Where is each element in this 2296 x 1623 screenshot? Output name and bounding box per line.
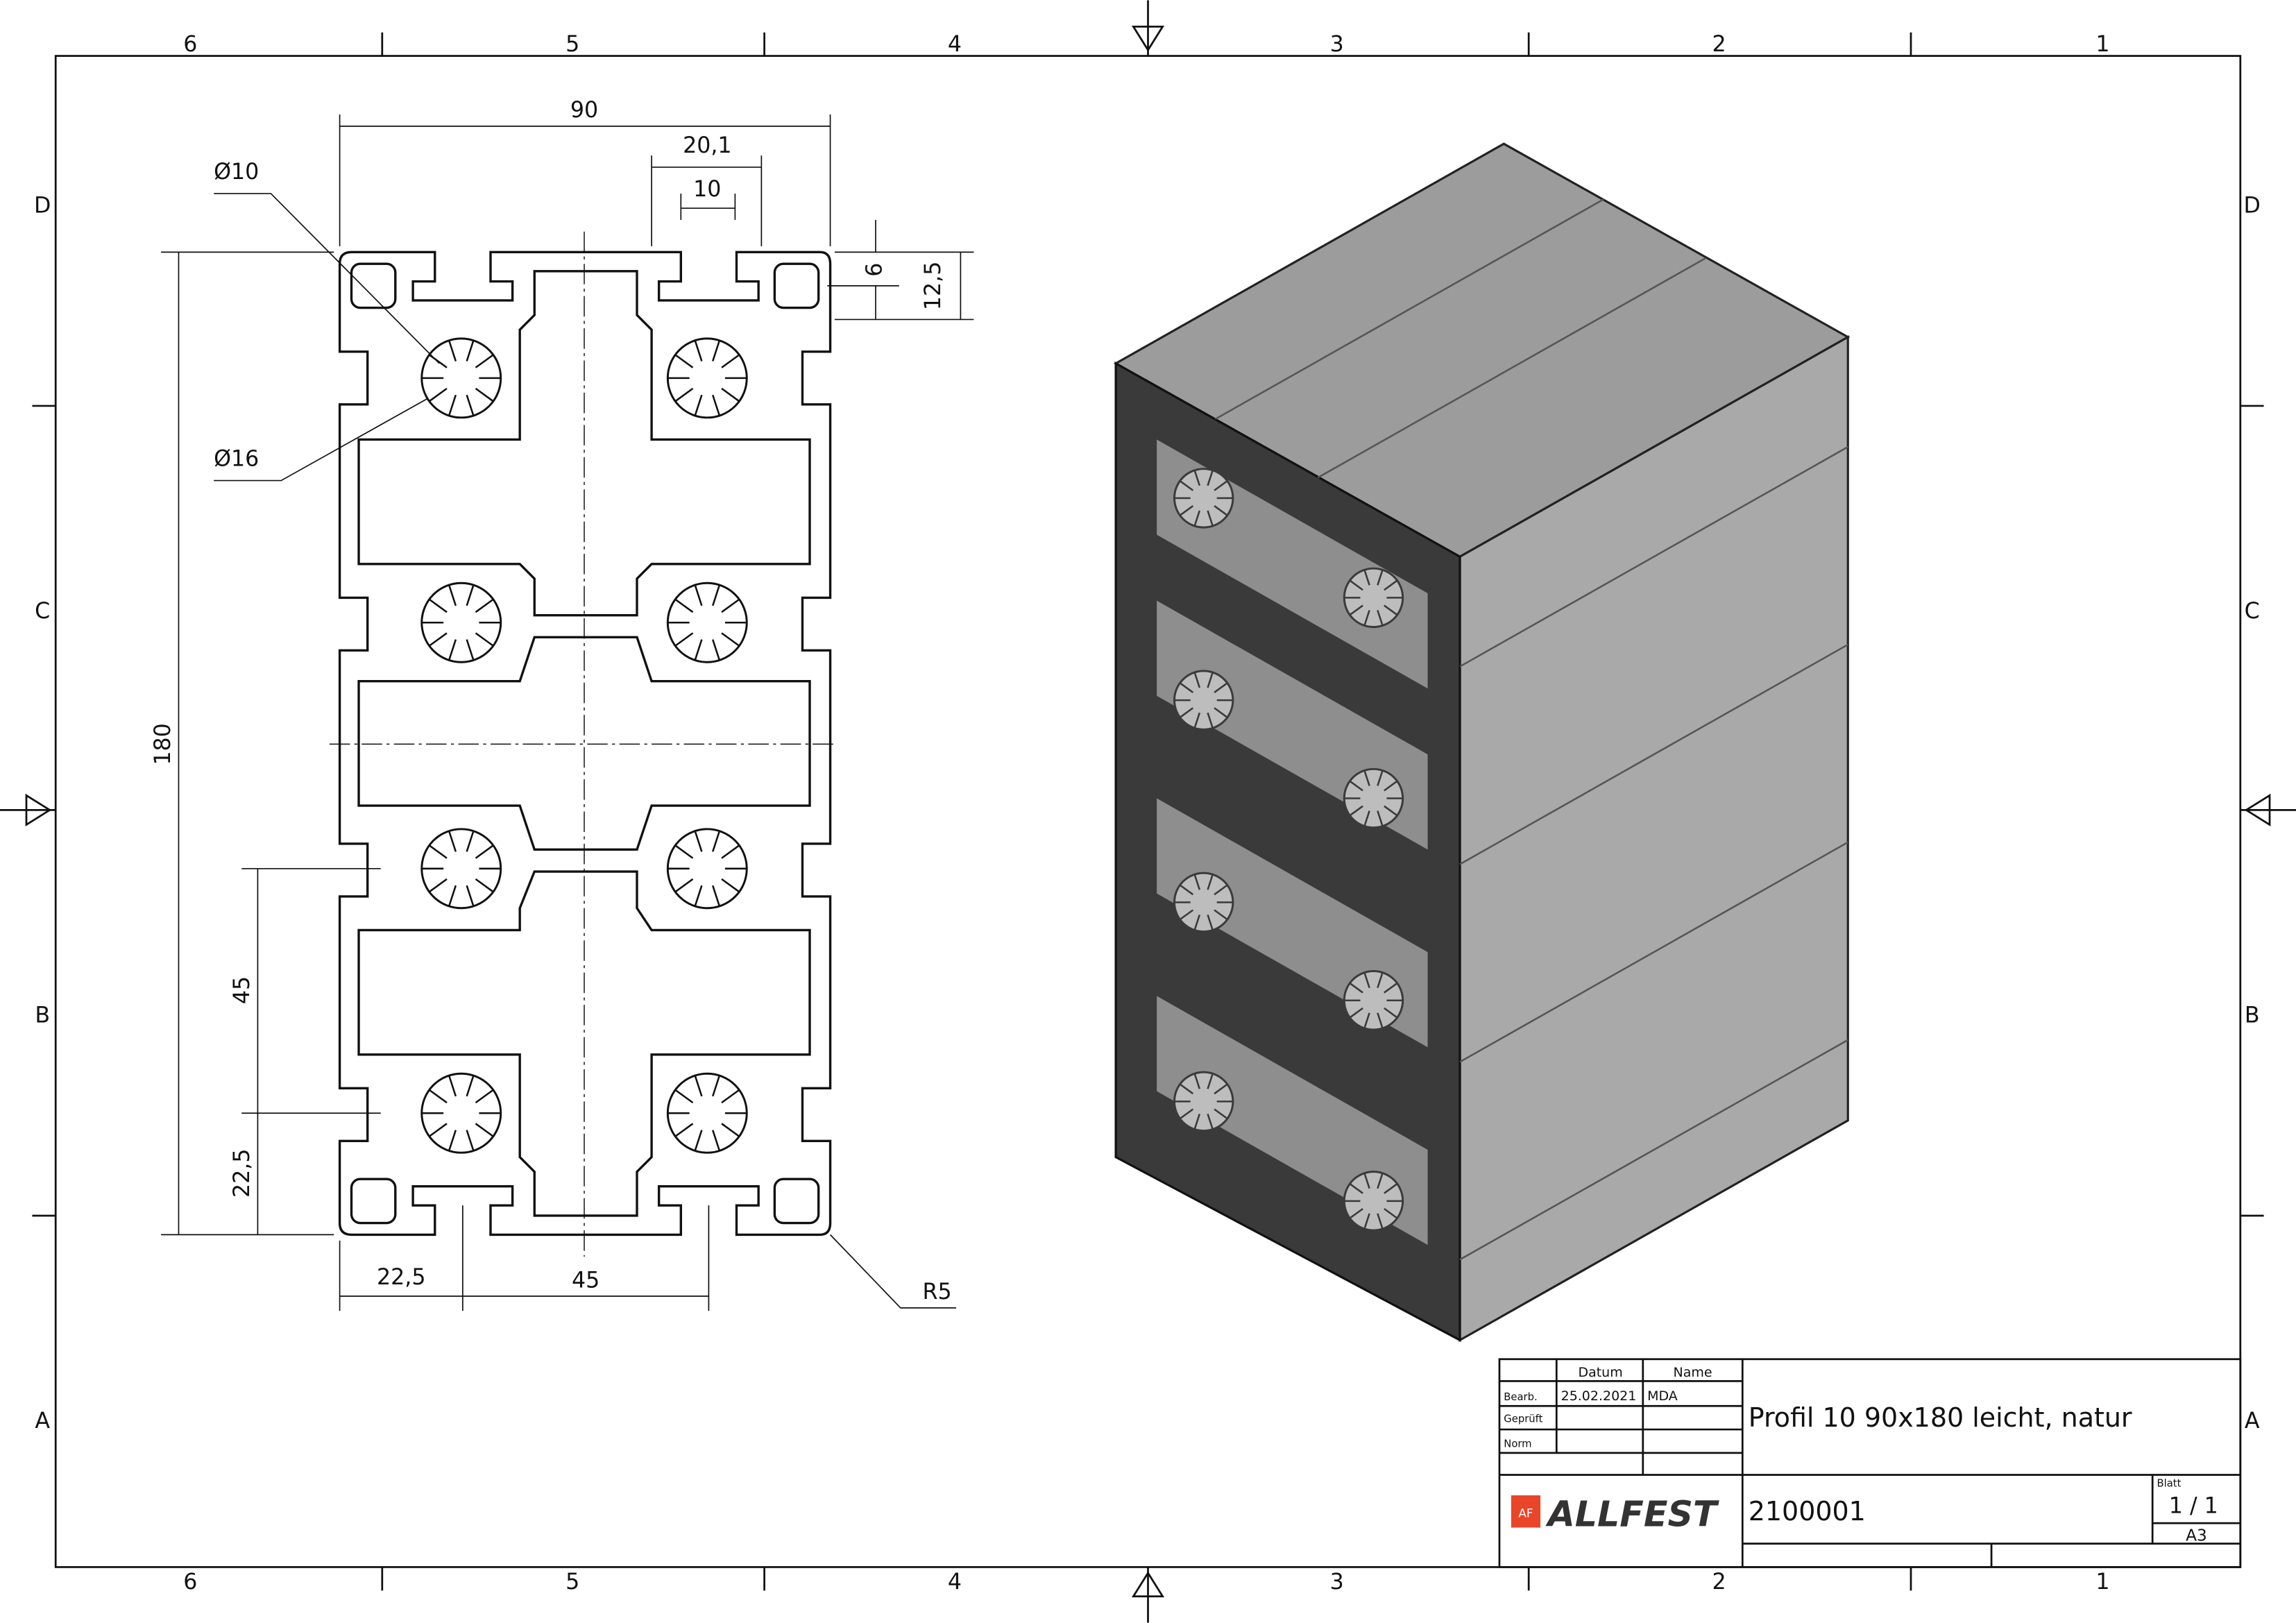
col-header-datum: Datum <box>1578 1365 1622 1380</box>
corner-channel-tr <box>773 262 820 309</box>
corner-channel-br <box>773 1178 820 1225</box>
center-lines <box>329 231 838 1257</box>
dim-diameter-16: Ø16 <box>214 446 259 471</box>
col-header-name: Name <box>1674 1365 1712 1380</box>
dim-height-180: 180 <box>151 723 176 765</box>
drawing-number: 2100001 <box>1749 1496 1866 1527</box>
allfest-logo: AF ALLFEST <box>1511 1493 1719 1534</box>
iso-core-hole <box>1173 468 1234 529</box>
zone-col-3-bottom: 3 <box>1330 1570 1344 1595</box>
zone-ticks <box>32 32 2264 1591</box>
corner-channel-bl <box>350 1178 397 1225</box>
logo-mark-icon <box>1511 1495 1541 1528</box>
zone-col-2: 2 <box>1712 32 1726 57</box>
drawing-title: Profil 10 90x180 leicht, natur <box>1749 1402 2132 1433</box>
iso-core-hole <box>1173 670 1234 731</box>
core-hole <box>666 828 748 910</box>
sheet-label: Blatt <box>2157 1477 2182 1489</box>
dim-pitch-45-horizontal: 45 <box>572 1268 599 1293</box>
zone-col-3: 3 <box>1330 32 1344 57</box>
row-label-bearb: Bearb. <box>1504 1391 1537 1403</box>
iso-slot-lines <box>1214 198 1848 1261</box>
iso-core-hole <box>1173 1071 1234 1132</box>
iso-core-hole <box>1343 1171 1404 1232</box>
zone-col-1: 1 <box>2095 32 2109 57</box>
profile-cross-section <box>329 231 838 1257</box>
zone-row-d-right: D <box>2244 193 2261 218</box>
core-hole <box>420 1072 502 1154</box>
dim-pitch-45-vertical: 45 <box>230 976 255 1004</box>
iso-core-hole <box>1343 970 1404 1031</box>
zone-row-a-right: A <box>2245 1409 2260 1434</box>
paper-format: A3 <box>2186 1526 2207 1545</box>
zone-row-a: A <box>35 1409 50 1434</box>
zone-col-5-bottom: 5 <box>566 1570 579 1595</box>
row-label-geprueft: Geprüft <box>1504 1413 1542 1425</box>
bearb-name: MDA <box>1647 1388 1678 1404</box>
dim-width-90: 90 <box>570 98 598 123</box>
dim-offset-22-5-horizontal: 22,5 <box>377 1265 425 1290</box>
core-hole <box>666 581 748 663</box>
iso-core-hole <box>1343 567 1404 629</box>
cavity-middle <box>357 636 811 851</box>
zone-row-d: D <box>34 193 51 218</box>
company-name: ALLFEST <box>1545 1493 1719 1534</box>
sheet-number: 1 / 1 <box>2169 1493 2218 1518</box>
logo-mark-text: AF <box>1518 1506 1533 1520</box>
core-hole <box>420 337 502 419</box>
zone-labels: 6 5 4 3 2 1 6 5 4 3 2 1 D C B A D C B A <box>34 32 2261 1595</box>
corner-channel-tl <box>350 262 397 309</box>
zone-col-4: 4 <box>948 32 962 57</box>
row-label-norm: Norm <box>1504 1438 1531 1450</box>
iso-core-hole <box>1173 872 1234 933</box>
zone-row-c: C <box>35 599 50 624</box>
core-hole <box>666 1072 748 1154</box>
title-block: Datum Name Bearb. Geprüft Norm 25.02.202… <box>1498 1358 2242 1568</box>
dim-radius-r5: R5 <box>923 1280 952 1305</box>
zone-row-b: B <box>35 1003 50 1028</box>
dim-depth-12-5: 12,5 <box>921 262 946 310</box>
zone-col-5: 5 <box>566 32 579 57</box>
zone-col-6-bottom: 6 <box>183 1570 197 1595</box>
dim-offset-22-5-vertical: 22,5 <box>230 1149 255 1198</box>
zone-row-c-right: C <box>2245 599 2260 624</box>
core-hole <box>420 828 502 910</box>
dimensions: 90 20,1 10 Ø10 Ø16 6 12,5 180 45 22,5 22… <box>151 98 974 1311</box>
dim-depth-6: 6 <box>862 263 887 277</box>
zone-col-4-bottom: 4 <box>948 1570 962 1595</box>
zone-col-2-bottom: 2 <box>1712 1570 1726 1595</box>
zone-col-1-bottom: 1 <box>2095 1570 2109 1595</box>
zone-row-b-right: B <box>2245 1003 2260 1028</box>
zone-col-6: 6 <box>183 32 197 57</box>
dim-slot-width: 10 <box>693 177 721 202</box>
core-hole <box>420 581 502 663</box>
core-hole <box>666 337 748 419</box>
dim-slot-pitch: 20,1 <box>683 133 731 158</box>
iso-core-hole <box>1343 767 1404 829</box>
isometric-profile-view <box>1113 142 1851 1343</box>
dim-diameter-10: Ø10 <box>214 160 259 185</box>
bearb-date: 25.02.2021 <box>1561 1388 1637 1404</box>
